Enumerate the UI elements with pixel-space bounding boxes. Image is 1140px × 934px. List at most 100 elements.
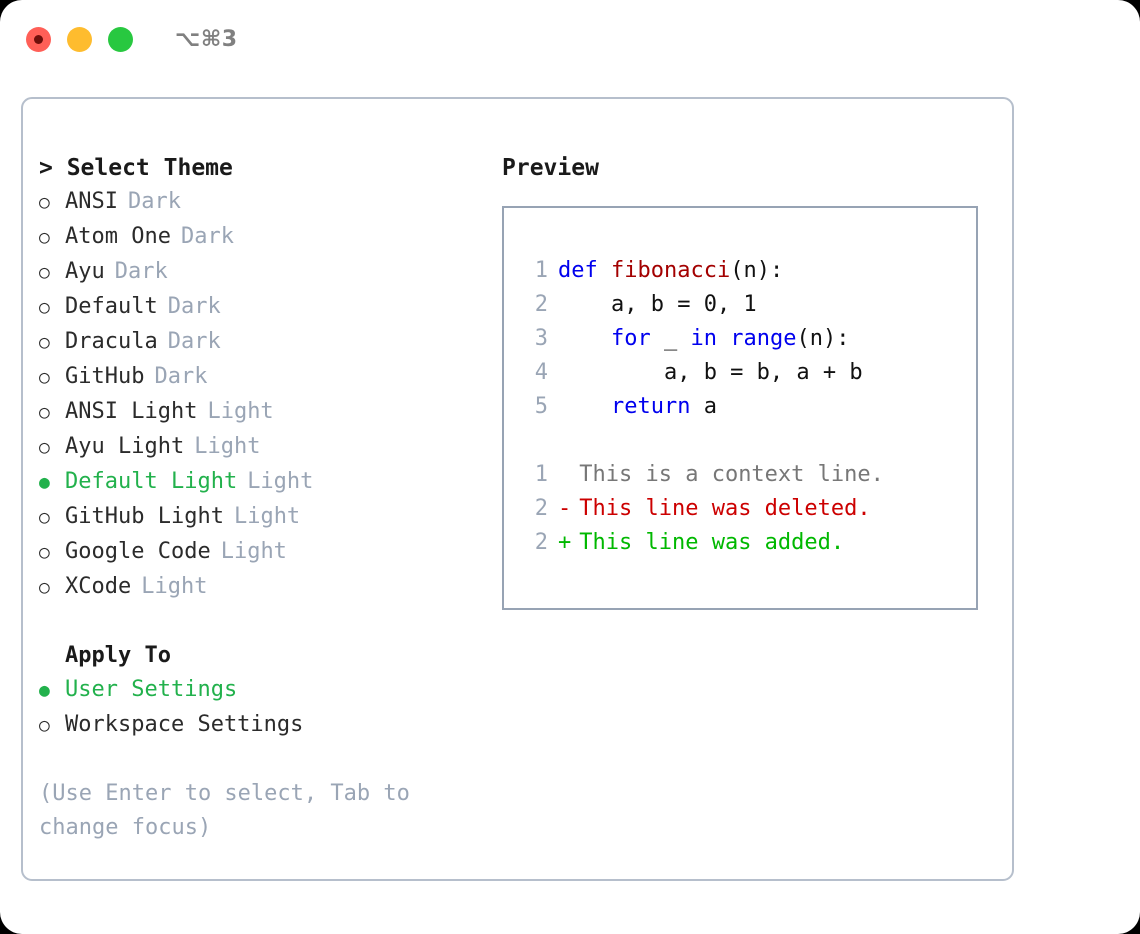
radio-unselected-icon: ○ (39, 437, 50, 458)
line-number: 1 (534, 258, 548, 283)
theme-option-default[interactable]: ○ Default Dark (39, 290, 479, 325)
radio-unselected-icon: ○ (39, 542, 50, 563)
code-line: 5 return a (518, 390, 976, 424)
apply-to-list: ● User Settings ○ Workspace Settings (39, 673, 479, 743)
apply-to-option-user-settings[interactable]: ● User Settings (39, 673, 479, 708)
theme-option-atom-one[interactable]: ○ Atom One Dark (39, 220, 479, 255)
theme-option-label: Dracula (65, 329, 158, 354)
theme-option-xcode[interactable]: ○ XCode Light (39, 570, 479, 605)
theme-option-google-code[interactable]: ○ Google Code Light (39, 535, 479, 570)
diff-marker: - (558, 496, 572, 521)
maximize-button[interactable] (108, 26, 133, 52)
code-token-plain: a, b = b, a + b (558, 360, 863, 385)
code-token-kw: return (610, 394, 691, 419)
keyboard-hint: (Use Enter to select, Tab to change focu… (39, 781, 410, 840)
theme-option-label: Atom One (65, 224, 171, 249)
radio-unselected-icon: ○ (39, 227, 50, 248)
code-line-text: def fibonacci(n): (558, 254, 783, 288)
theme-option-ayu[interactable]: ○ Ayu Dark (39, 255, 479, 290)
close-icon (34, 34, 43, 44)
apply-to-option-label: User Settings (65, 677, 238, 702)
radio-unselected-icon: ○ (39, 507, 50, 528)
theme-option-ansi-light[interactable]: ○ ANSI Light Light (39, 395, 479, 430)
select-theme-heading: > Select Theme (39, 155, 233, 181)
theme-variant-badge: Dark (180, 224, 234, 249)
theme-option-ayu-light[interactable]: ○ Ayu Light Light (39, 430, 479, 465)
line-number: 2 (534, 496, 548, 521)
theme-option-label: GitHub (65, 364, 145, 389)
code-token-kw: for (610, 326, 651, 351)
code-token-fn: fibonacci (610, 258, 731, 283)
code-token-plain: a, b = 0, 1 (558, 292, 757, 317)
theme-variant-badge: Dark (127, 189, 181, 214)
line-number: 1 (534, 462, 548, 487)
theme-option-label: XCode (65, 574, 132, 599)
diff-marker: + (558, 530, 572, 555)
theme-variant-badge: Dark (167, 294, 221, 319)
keyboard-shortcut-label: ⌥⌘3 (175, 26, 238, 52)
code-token-plain (558, 326, 611, 351)
theme-variant-badge: Light (220, 539, 287, 564)
code-token-kw: range (730, 326, 797, 351)
code-token-plain: _ (650, 326, 691, 351)
code-token-kw: def (558, 258, 611, 283)
title-bar: ⌥⌘3 (0, 0, 1140, 78)
code-token-plain: a (690, 394, 717, 419)
radio-unselected-icon: ○ (39, 297, 50, 318)
code-line-text: a, b = 0, 1 (558, 288, 757, 322)
diff-line: 1 This is a context line. (518, 458, 976, 492)
close-button[interactable] (26, 26, 51, 52)
theme-variant-badge: Light (247, 469, 314, 494)
theme-option-label: Default (65, 294, 158, 319)
theme-option-label: Default Light (65, 469, 238, 494)
theme-option-github-light[interactable]: ○ GitHub Light Light (39, 500, 479, 535)
radio-unselected-icon: ○ (39, 577, 50, 598)
code-token-kw: in (690, 326, 717, 351)
radio-unselected-icon: ○ (39, 715, 50, 736)
diff-line-text: This line was deleted. (579, 496, 871, 521)
theme-option-github[interactable]: ○ GitHub Dark (39, 360, 479, 395)
theme-option-label: ANSI Light (65, 399, 198, 424)
code-token-plain (717, 326, 730, 351)
theme-option-label: GitHub Light (65, 504, 224, 529)
code-line-text: for _ in range(n): (558, 322, 849, 356)
code-token-plain (558, 394, 611, 419)
radio-unselected-icon: ○ (39, 367, 50, 388)
diff-line: 2+This line was added. (518, 526, 976, 560)
theme-variant-badge: Dark (167, 329, 221, 354)
diff-line-text: This is a context line. (579, 462, 884, 487)
code-line: 2 a, b = 0, 1 (518, 288, 976, 322)
code-line: 3 for _ in range(n): (518, 322, 976, 356)
apply-to-option-label: Workspace Settings (65, 712, 304, 737)
theme-variant-badge: Dark (114, 259, 168, 284)
diff-line: 2-This line was deleted. (518, 492, 976, 526)
apply-to-option-workspace-settings[interactable]: ○ Workspace Settings (39, 708, 479, 743)
theme-option-label: Ayu (65, 259, 105, 284)
radio-unselected-icon: ○ (39, 332, 50, 353)
line-number: 2 (534, 292, 548, 317)
radio-unselected-icon: ○ (39, 262, 50, 283)
diff-marker (558, 458, 571, 492)
line-number: 4 (534, 360, 548, 385)
theme-variant-badge: Dark (154, 364, 208, 389)
theme-variant-badge: Light (207, 399, 274, 424)
theme-variant-badge: Light (141, 574, 208, 599)
radio-selected-icon: ● (39, 680, 50, 701)
line-number: 3 (534, 326, 548, 351)
code-line: 1 def fibonacci(n): (518, 254, 976, 288)
theme-option-label: Google Code (65, 539, 211, 564)
list-spacer (39, 605, 479, 639)
minimize-button[interactable] (67, 26, 92, 52)
radio-unselected-icon: ○ (39, 402, 50, 423)
theme-option-dracula[interactable]: ○ Dracula Dark (39, 325, 479, 360)
theme-variant-badge: Light (233, 504, 301, 529)
theme-option-label: Ayu Light (65, 434, 185, 459)
theme-variant-badge: Light (194, 434, 261, 459)
